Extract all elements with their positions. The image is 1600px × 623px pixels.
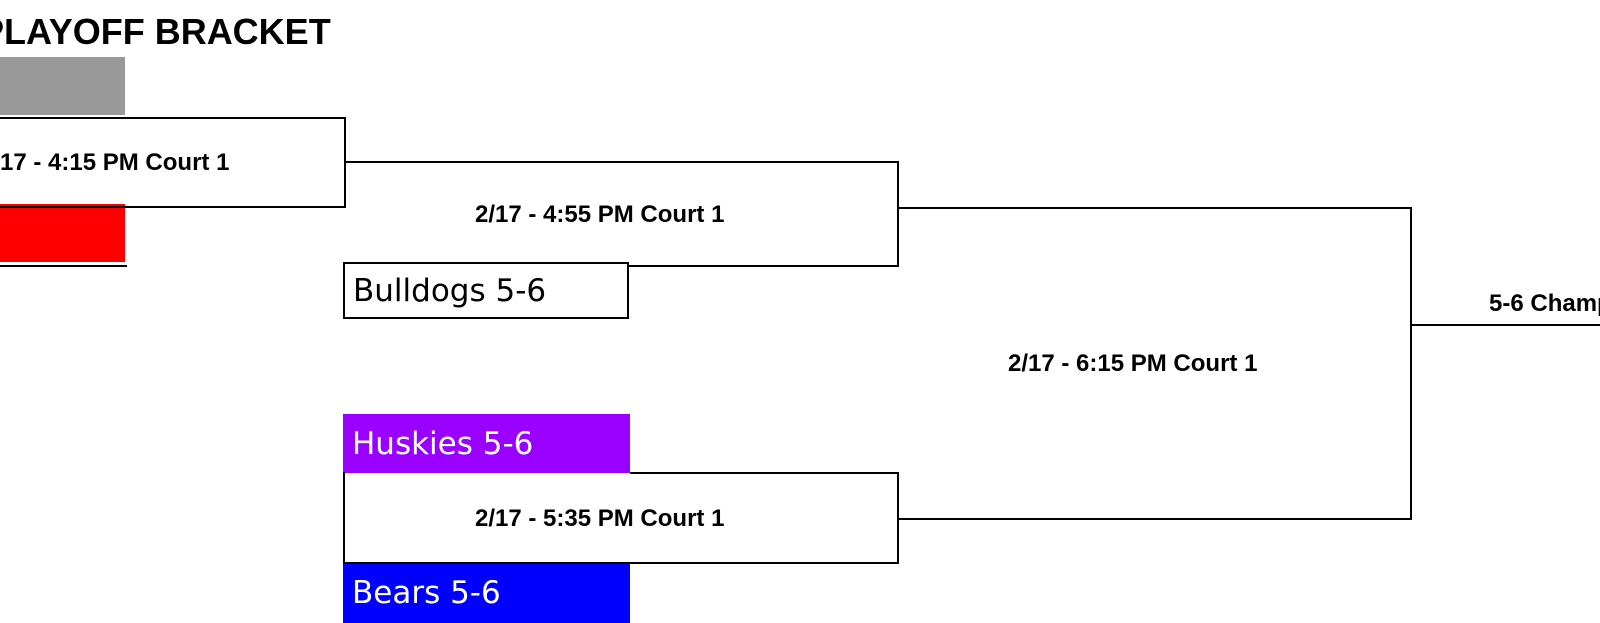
champion-line (1410, 324, 1600, 326)
team-box-red: 5-6 (0, 204, 125, 262)
team-box-bears: Bears 5-6 (343, 563, 630, 623)
game2-to-game4-line (897, 207, 1412, 209)
page-title: PLAYOFF BRACKET (0, 11, 331, 52)
game3-to-game4-line (897, 518, 1412, 520)
champion-label: 5-6 Champions (1489, 290, 1600, 317)
game4-right-line (1410, 207, 1412, 520)
game1-bottom-line (0, 206, 346, 208)
game3-bottom-line (343, 562, 899, 564)
game-label-3: 2/17 - 5:35 PM Court 1 (475, 505, 725, 532)
game3-top-line (630, 472, 899, 474)
game-label-2: 2/17 - 4:55 PM Court 1 (475, 201, 725, 228)
game1-underline-red (0, 265, 127, 267)
game3-left-line (343, 472, 345, 564)
game-label-1: 2/17 - 4:15 PM Court 1 (0, 149, 230, 176)
game1-top-line (0, 117, 346, 119)
game2-bottom-line (629, 265, 899, 267)
game2-right-line (897, 161, 899, 267)
game1-to-game2-line (344, 161, 899, 163)
team-box-bulldogs: Bulldogs 5-6 (343, 262, 629, 319)
team-box-gray: 5-6 (0, 57, 125, 115)
team-box-huskies: Huskies 5-6 (343, 414, 630, 473)
game-label-4: 2/17 - 6:15 PM Court 1 (1008, 350, 1258, 377)
